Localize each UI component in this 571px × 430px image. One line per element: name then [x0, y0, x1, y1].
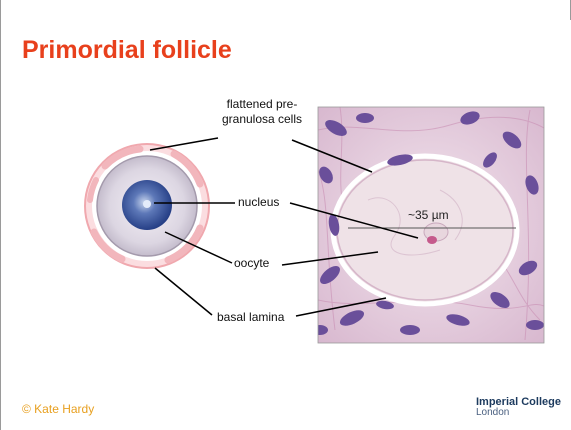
logo-line-2: London	[476, 408, 566, 418]
label-nucleus: nucleus	[238, 195, 279, 210]
schematic-follicle	[85, 144, 209, 268]
leader-basal-left	[155, 268, 212, 315]
label-scale: ~35 µm	[408, 208, 449, 223]
histology-micrograph	[312, 107, 544, 343]
nucleolus	[143, 200, 151, 208]
label-pre-granulosa-cells: flattened pre-granulosa cells	[212, 97, 312, 127]
leader-cells-left	[150, 138, 218, 150]
imperial-college-logo: Imperial College London	[476, 396, 566, 418]
label-oocyte: oocyte	[234, 256, 269, 271]
copyright-notice: © Kate Hardy	[22, 402, 94, 416]
label-basal-lamina: basal lamina	[217, 310, 284, 325]
